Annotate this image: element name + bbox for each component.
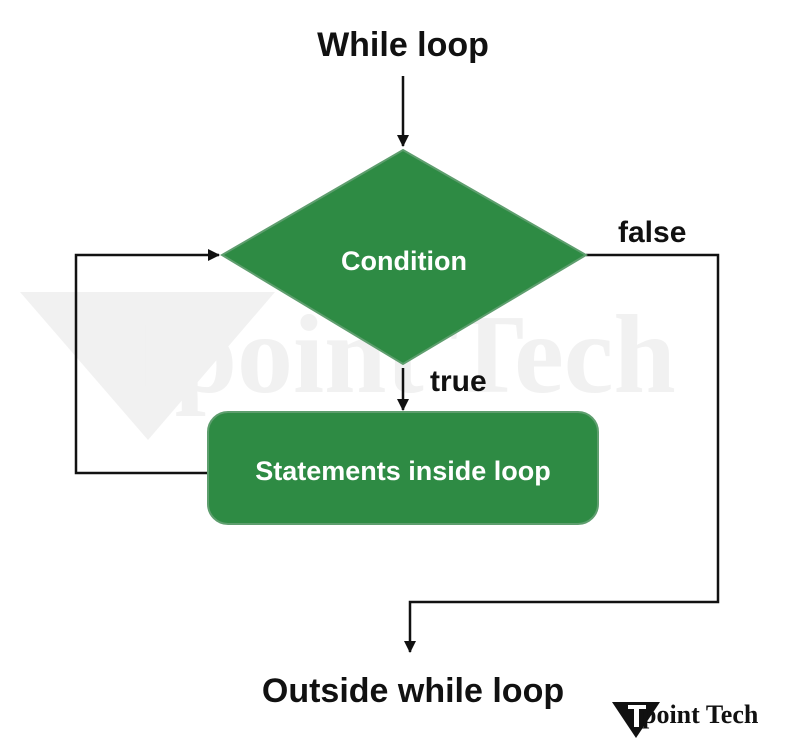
statements-label: Statements inside loop [255,456,551,486]
condition-label: Condition [341,246,467,276]
diagram-title: While loop [317,26,489,64]
logo-text: point Tech [642,700,759,729]
arrow-loop-back [74,249,220,475]
false-branch-label: false [618,216,687,249]
watermark-logo-mark [20,292,275,440]
condition-diamond [220,148,588,366]
connectors [74,76,720,653]
true-branch-label: true [430,365,487,398]
tpoint-logo-mark [612,702,660,738]
exit-label: Outside while loop [261,672,565,710]
arrow-false-exit [404,253,720,653]
statements-box [207,411,599,525]
